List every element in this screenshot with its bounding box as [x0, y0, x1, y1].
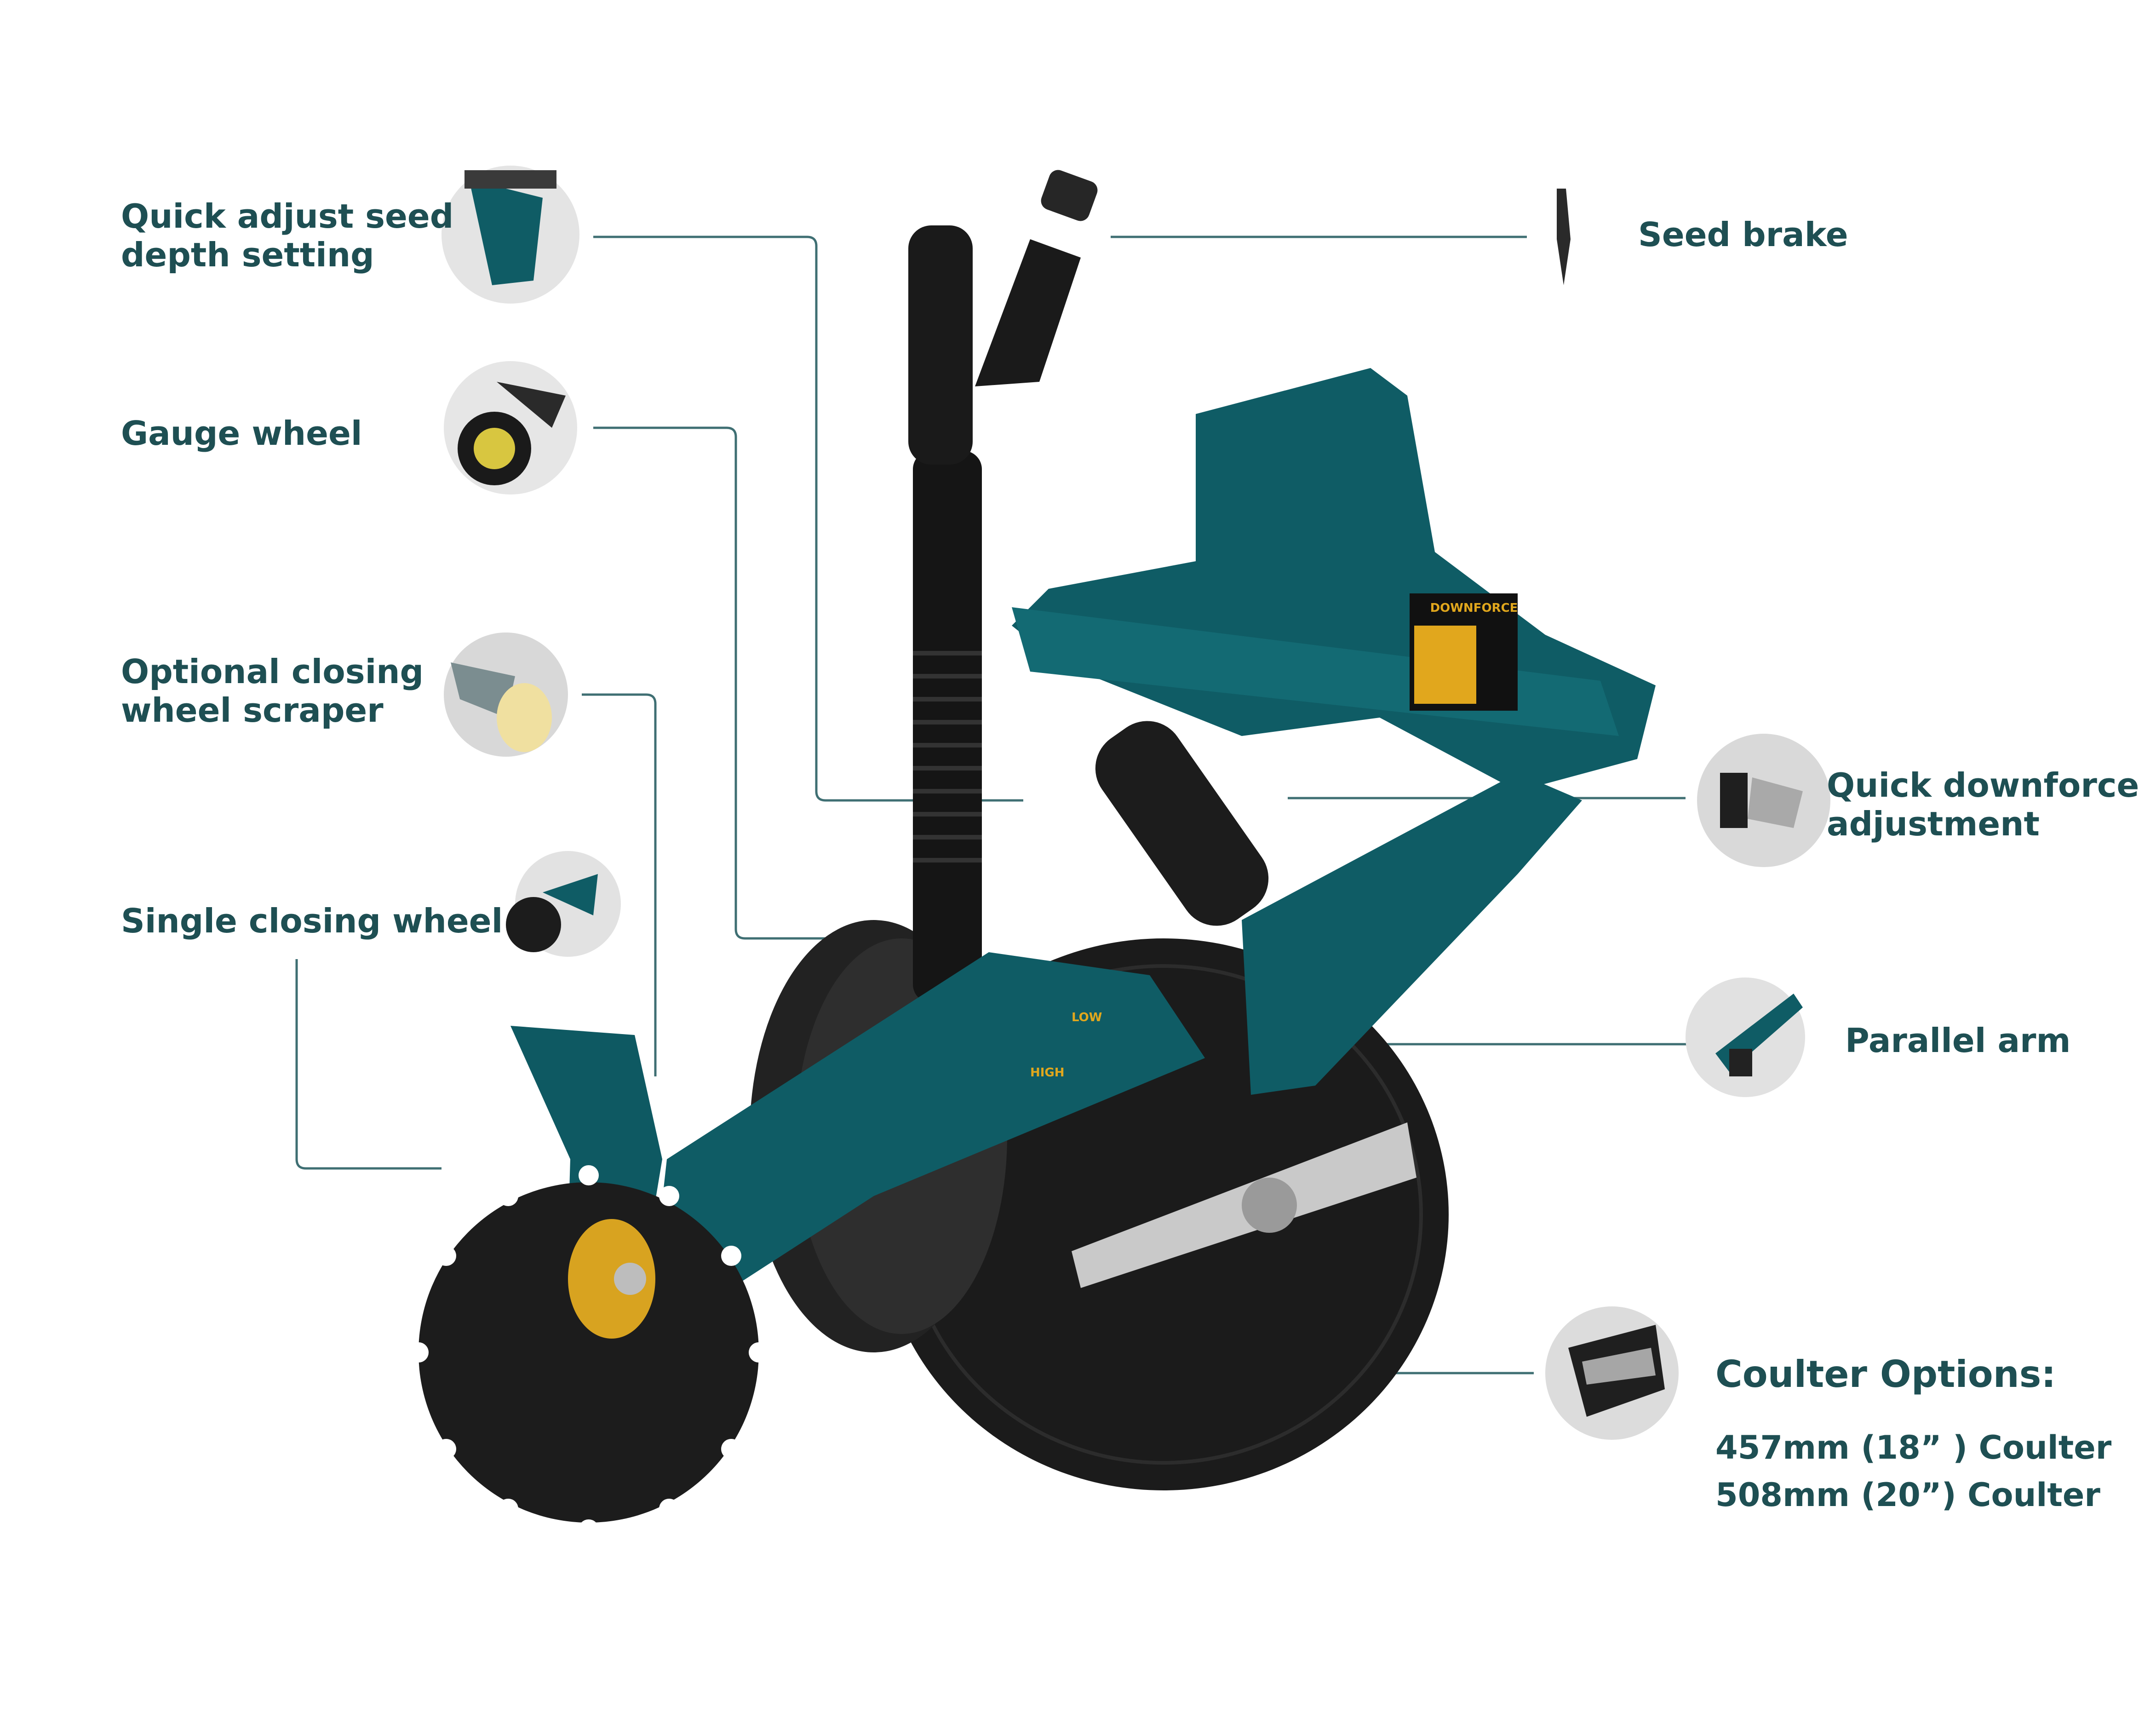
- leader-line-depth-setting: [593, 236, 1023, 802]
- callout-coulter-option2: 508mm (20”) Coulter: [1715, 1476, 2100, 1514]
- frame-closing-arm: [658, 952, 1205, 1297]
- callout-depth-setting-line1: Quick adjust seed: [121, 197, 454, 236]
- callout-closing-scraper: Optional closing wheel scraper: [121, 652, 424, 730]
- callout-gauge-wheel: Gauge wheel: [121, 414, 362, 453]
- closing-wheel-notches: [408, 1165, 769, 1540]
- closing-wheel: [419, 1182, 759, 1523]
- callout-coulter-heading: Coulter Options:: [1715, 1353, 2056, 1396]
- seed-inlet-left: [908, 225, 973, 465]
- leader-line-closing-wheel: [295, 959, 442, 1170]
- leader-line-gauge-wheel: [593, 426, 837, 940]
- callout-seed-brake-label: Seed brake: [1638, 215, 1848, 254]
- callout-coulter-option1: 457mm (18” ) Coulter: [1715, 1429, 2112, 1466]
- depth-gauge-low: LOW: [1072, 1011, 1102, 1024]
- seed-tube: [913, 451, 982, 1003]
- seed-brake-thumbnail: [1557, 189, 1571, 285]
- scraper-thumbnail: [444, 632, 568, 757]
- callout-closing-wheel-label: Single closing wheel: [121, 902, 503, 940]
- callout-seed-brake: Seed brake: [1638, 215, 1848, 254]
- callout-closing-wheel: Single closing wheel: [121, 902, 503, 940]
- seed-inlet-cap: [1041, 170, 1098, 221]
- gauge-wheel-thumbnail: [444, 361, 577, 494]
- seed-inlet-right: [975, 239, 1081, 386]
- downforce-spring: [1095, 721, 1269, 926]
- parallel-arm-thumbnail: [1686, 978, 1805, 1097]
- callout-parallel-arm: Parallel arm: [1845, 1021, 2071, 1060]
- callout-downforce-line1: Quick downforce: [1827, 766, 2139, 805]
- coulter-hub: [1242, 1178, 1297, 1233]
- callout-coulter: Coulter Options: 457mm (18” ) Coulter 50…: [1715, 1352, 2111, 1514]
- depth-adjuster-thumbnail: [442, 166, 579, 304]
- callout-gauge-wheel-label: Gauge wheel: [121, 414, 362, 453]
- coulter-thumbnail: [1545, 1306, 1679, 1440]
- depth-gauge-high: HIGH: [1030, 1066, 1065, 1080]
- callout-depth-setting-line2: depth setting: [121, 236, 374, 274]
- row-unit: DOWNFORCE LOW HIGH: [408, 170, 1656, 1540]
- frame-lower-arm: [1242, 773, 1582, 1095]
- callout-closing-scraper-line1: Optional closing: [121, 652, 424, 691]
- closing-wheel-bolt: [614, 1263, 646, 1295]
- seed-tube-ribs: [913, 651, 982, 862]
- leader-line-scraper: [582, 693, 657, 1076]
- callout-parallel-arm-label: Parallel arm: [1845, 1021, 2071, 1060]
- downforce-decal-text: DOWNFORCE: [1430, 601, 1518, 615]
- callout-depth-setting: Quick adjust seed depth setting: [121, 197, 453, 274]
- callout-closing-scraper-line2: wheel scraper: [121, 691, 384, 730]
- downforce-decal-panel: [1414, 626, 1476, 704]
- closing-wheel-thumbnail: [506, 851, 621, 957]
- closing-wheel-hub: [568, 1219, 655, 1339]
- thumbnails: [442, 166, 1830, 1440]
- downforce-thumbnail: [1697, 734, 1830, 867]
- callout-downforce: Quick downforce adjustment: [1827, 766, 2139, 843]
- callout-downforce-line2: adjustment: [1827, 805, 2040, 843]
